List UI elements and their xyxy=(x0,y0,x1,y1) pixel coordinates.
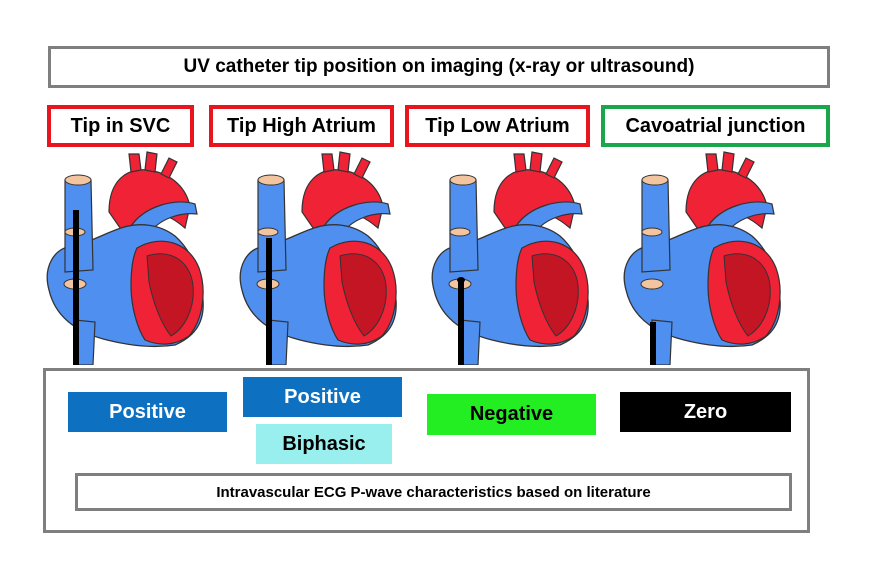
ecg-badge-high-atrium-biphasic: Biphasic xyxy=(256,424,392,464)
footer-caption: Intravascular ECG P-wave characteristics… xyxy=(75,473,792,511)
catheter-line xyxy=(73,210,79,365)
label-tip-svc: Tip in SVC xyxy=(47,105,194,147)
label-cavoatrial-junction: Cavoatrial junction xyxy=(601,105,830,147)
ecg-badge-cavoatrial-zero: Zero xyxy=(620,392,791,432)
catheter-line xyxy=(650,322,656,365)
ecg-badge-low-atrium-negative: Negative xyxy=(427,394,596,435)
catheter-line xyxy=(458,280,464,365)
diagram-title: UV catheter tip position on imaging (x-r… xyxy=(48,46,830,88)
heart-illustration-high-atrium xyxy=(239,151,397,365)
heart-illustration-svc xyxy=(46,151,204,365)
label-tip-low-atrium: Tip Low Atrium xyxy=(405,105,590,147)
ecg-badge-high-atrium-positive: Positive xyxy=(243,377,402,417)
catheter-line xyxy=(266,238,272,365)
heart-illustration-cavoatrial xyxy=(623,151,781,365)
catheter-tip xyxy=(457,277,465,283)
label-tip-high-atrium: Tip High Atrium xyxy=(209,105,394,147)
heart-illustration-low-atrium xyxy=(431,151,589,365)
ecg-badge-svc-positive: Positive xyxy=(68,392,227,432)
